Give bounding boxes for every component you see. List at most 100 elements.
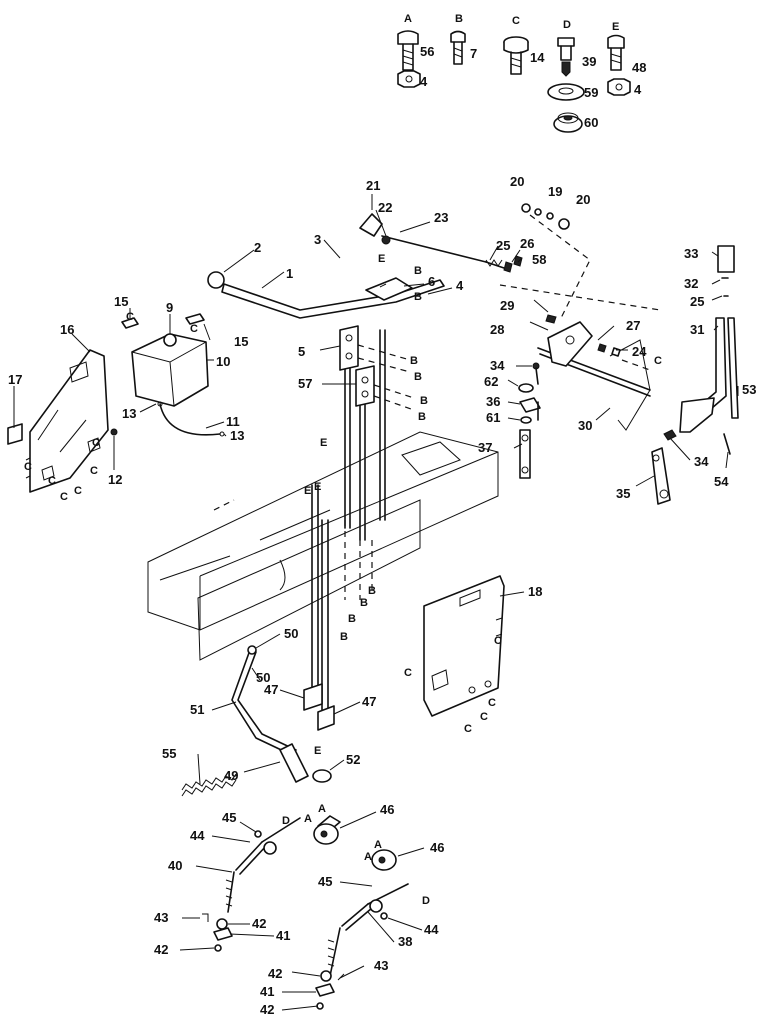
callout-6: 6 xyxy=(428,274,435,289)
mark-c: C xyxy=(60,491,68,503)
callout-47a: 47 xyxy=(264,682,278,697)
callout-29: 29 xyxy=(500,298,514,313)
link-37 xyxy=(519,429,531,479)
callout-25b: 25 xyxy=(690,294,704,309)
frame-assembly xyxy=(147,431,499,661)
legend-part-39: 39 xyxy=(582,54,596,69)
callout-43b: 43 xyxy=(374,958,388,973)
callout-9: 9 xyxy=(166,300,173,315)
bracket-57 xyxy=(355,365,415,411)
callout-47b: 47 xyxy=(362,694,376,709)
mark-b: B xyxy=(414,291,422,303)
mark-c: C xyxy=(74,485,82,497)
bracket-5 xyxy=(339,325,411,373)
mark-b: B xyxy=(418,411,426,423)
bolt-e xyxy=(607,34,625,71)
callout-15b: 15 xyxy=(234,334,248,349)
callout-20a: 20 xyxy=(510,174,524,189)
mark-b: B xyxy=(414,265,422,277)
callout-43a: 43 xyxy=(154,910,168,925)
mark-b: B xyxy=(410,355,418,367)
callout-61: 61 xyxy=(486,410,500,425)
callout-4: 4 xyxy=(456,278,464,293)
callout-34a: 34 xyxy=(490,358,505,373)
callout-54: 54 xyxy=(714,474,729,489)
callout-36: 36 xyxy=(486,394,500,409)
legend-letter-d: D xyxy=(563,19,571,31)
hardware-legend: A 56 4 B 7 C 14 D xyxy=(397,13,646,133)
callout-33: 33 xyxy=(684,246,698,261)
callout-12: 12 xyxy=(108,472,122,487)
callout-50a: 50 xyxy=(284,626,298,641)
callout-10: 10 xyxy=(216,354,230,369)
mark-c: C xyxy=(480,711,488,723)
mark-e: E xyxy=(378,253,385,265)
letter-marks: B B B B B B B B B B E E E E E C C C C C … xyxy=(24,253,662,907)
link-35 xyxy=(651,447,671,505)
mark-d: D xyxy=(422,895,430,907)
callout-62: 62 xyxy=(484,374,498,389)
callout-45b: 45 xyxy=(318,874,332,889)
callout-46b: 46 xyxy=(430,840,444,855)
callout-32: 32 xyxy=(684,276,698,291)
cross-shaft-30 xyxy=(537,321,651,431)
callout-13a: 13 xyxy=(122,406,136,421)
arm-assembly-38 xyxy=(315,849,409,1010)
callout-50b: 50 xyxy=(256,670,270,685)
legend-part-60: 60 xyxy=(584,115,598,130)
callout-31: 31 xyxy=(690,322,704,337)
arm-assembly-40 xyxy=(202,815,341,952)
callout-49: 49 xyxy=(224,768,238,783)
callout-42b: 42 xyxy=(154,942,168,957)
callout-51: 51 xyxy=(190,702,204,717)
callout-35: 35 xyxy=(616,486,630,501)
callout-17: 17 xyxy=(8,372,22,387)
callout-11: 11 xyxy=(226,414,240,429)
vertical-rods xyxy=(311,329,386,716)
mark-b: B xyxy=(360,597,368,609)
callout-41a: 41 xyxy=(276,928,290,943)
callout-5: 5 xyxy=(298,344,305,359)
callout-25a: 25 xyxy=(496,238,510,253)
rod-23 xyxy=(359,213,487,263)
callout-55: 55 xyxy=(162,746,176,761)
callout-38: 38 xyxy=(398,934,412,949)
callout-45a: 45 xyxy=(222,810,236,825)
callout-42a: 42 xyxy=(252,916,266,931)
legend-part-14: 14 xyxy=(530,50,545,65)
side-panel-16 xyxy=(7,349,118,493)
mark-d: D xyxy=(282,815,290,827)
callout-28: 28 xyxy=(490,322,504,337)
mark-c: C xyxy=(494,635,502,647)
callout-57: 57 xyxy=(298,376,312,391)
callout-46a: 46 xyxy=(380,802,394,817)
mark-c: C xyxy=(24,461,32,473)
callout-labels: 1 2 3 4 5 6 9 10 11 12 13 13 15 15 16 17… xyxy=(8,174,756,1017)
mark-c: C xyxy=(488,697,496,709)
callout-21: 21 xyxy=(366,178,380,193)
mark-c: C xyxy=(92,437,100,449)
callout-30: 30 xyxy=(578,418,592,433)
washers-19-20 xyxy=(521,203,570,230)
mark-b: B xyxy=(414,371,422,383)
callout-1: 1 xyxy=(286,266,293,281)
callout-52: 52 xyxy=(346,752,360,767)
callout-34b: 34 xyxy=(694,454,709,469)
mark-a: A xyxy=(304,813,312,825)
callout-42c: 42 xyxy=(268,966,282,981)
mark-b: B xyxy=(348,613,356,625)
callout-23: 23 xyxy=(434,210,448,225)
callout-41b: 41 xyxy=(260,984,274,999)
legend-part-59: 59 xyxy=(584,85,598,100)
mark-e: E xyxy=(314,481,321,493)
callout-26: 26 xyxy=(520,236,534,251)
mark-a: A xyxy=(364,851,372,863)
callout-42d: 42 xyxy=(260,1002,274,1017)
leader-lines xyxy=(13,194,739,1011)
callout-16: 16 xyxy=(60,322,74,337)
callout-22: 22 xyxy=(378,200,392,215)
mark-a: A xyxy=(374,839,382,851)
mark-c: C xyxy=(464,723,472,735)
legend-letter-a: A xyxy=(404,13,412,25)
